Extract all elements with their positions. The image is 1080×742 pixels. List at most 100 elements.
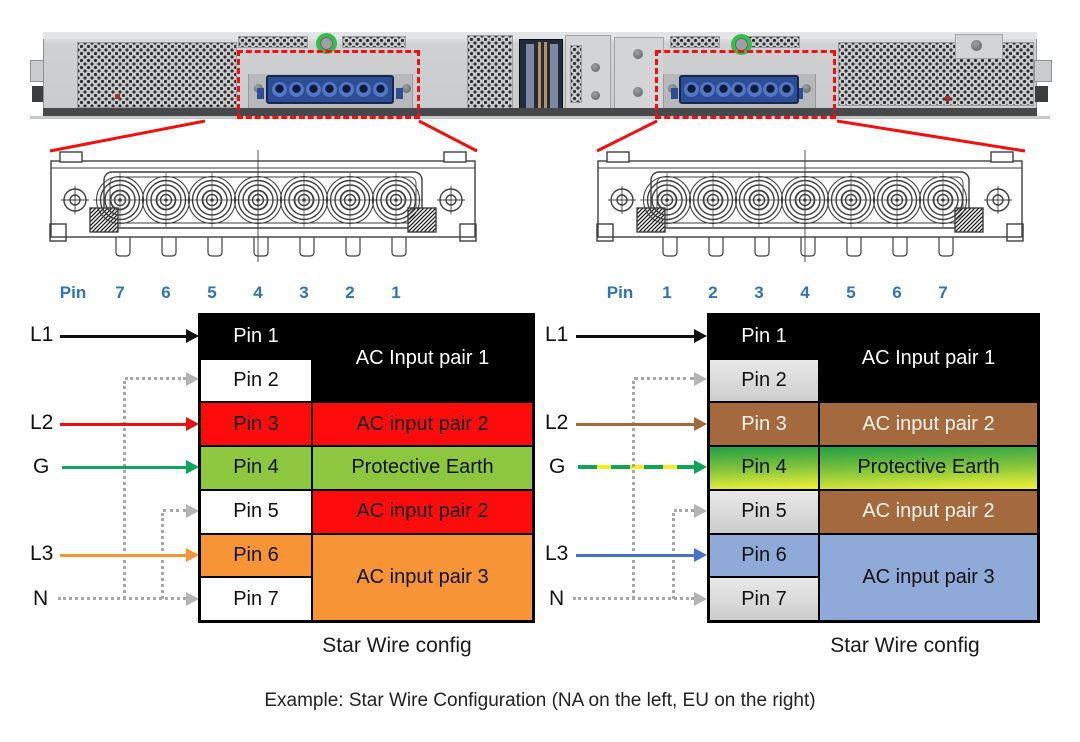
pin-number: 3 <box>754 283 764 302</box>
pin-table-na: Pin 1 Pin 2 Pin 3 Pin 4 Pin 5 Pin 6 Pin … <box>198 313 535 623</box>
connector-recess-right-top <box>663 53 816 74</box>
connector-key-left-a <box>257 88 264 99</box>
n-arrowhead-right <box>694 592 707 606</box>
wire-label-l2: L2 <box>30 411 54 434</box>
neutral-branch-pin5-left <box>163 509 186 512</box>
wire-label-l3: L3 <box>30 542 54 565</box>
wire-label-l3: L3 <box>545 542 569 565</box>
vent-grid-right <box>838 42 1034 106</box>
l1-wire-left <box>60 335 186 338</box>
pin-cell: Pin 5 <box>200 489 312 534</box>
neutral-branch-pin2-left <box>125 377 186 380</box>
n-wire-right <box>573 597 694 600</box>
pin-header-label-left: Pin <box>59 283 87 302</box>
pin-number: 2 <box>708 283 718 302</box>
neutral-branch-vertical-1-left <box>123 381 126 599</box>
vent-strip-left-b <box>342 36 406 48</box>
pin2-arrowhead-right <box>694 372 707 386</box>
connector-key-right-a <box>671 88 678 99</box>
wire-label-l1: L1 <box>30 323 54 346</box>
power-connector-left <box>266 75 394 104</box>
recess-screw-left-b <box>402 84 411 93</box>
pin-cell: Pin 2 <box>200 358 312 403</box>
connector-key-right-b <box>796 88 803 99</box>
vent-strip-left-a <box>238 36 308 48</box>
vent-grid-left <box>77 42 237 108</box>
table-footer-na: Star Wire config <box>322 634 472 657</box>
pin-cell: Pin 1 <box>709 315 819 359</box>
neutral-branch-pin2-right <box>634 377 694 380</box>
l3-arrowhead-right <box>694 548 707 562</box>
center-plate-screw-b <box>591 91 600 100</box>
slot-bar <box>550 44 558 110</box>
pin-number: 7 <box>938 283 948 302</box>
g-arrowhead-left <box>186 460 199 474</box>
connector-key-left-b <box>396 88 403 99</box>
pin-header-label-right: Pin <box>606 283 634 302</box>
patch-screw <box>971 40 982 51</box>
chassis-ear-left-latch <box>32 86 45 102</box>
pin-cell: Pin 4 <box>709 446 819 490</box>
l2-arrowhead-right <box>694 417 707 431</box>
socket-hole <box>700 82 716 97</box>
socket-hole <box>322 82 338 97</box>
recess-screw-right-b <box>802 84 811 93</box>
midplane-slot <box>519 39 563 115</box>
wire-label-g: G <box>33 455 50 478</box>
psu-right-plate-screw-a <box>633 49 643 59</box>
pin-cell: Pin 4 <box>200 446 312 490</box>
pin-cell: Pin 3 <box>200 402 312 447</box>
wire-label-n: N <box>33 587 49 610</box>
chassis-ear-right <box>1034 60 1052 82</box>
g-wire-left <box>62 466 186 469</box>
function-cell: AC input pair 2 <box>819 489 1038 534</box>
pin-table-eu: Pin 1 Pin 2 Pin 3 Pin 4 Pin 5 Pin 6 Pin … <box>707 313 1040 623</box>
pin-cell: Pin 7 <box>709 577 819 621</box>
pin-number: 2 <box>345 283 355 302</box>
figure-caption: Example: Star Wire Configuration (NA on … <box>264 690 816 711</box>
pin-number: 3 <box>299 283 309 302</box>
l1-arrowhead-left <box>186 329 199 343</box>
wire-label-g: G <box>549 455 566 478</box>
connector-recess-left-top <box>248 53 413 74</box>
pin-cell: Pin 7 <box>200 577 312 621</box>
pin-number: 1 <box>662 283 672 302</box>
function-cell: AC input pair 2 <box>312 402 533 447</box>
l3-arrowhead-left <box>186 548 199 562</box>
socket-hole <box>288 82 304 97</box>
pin5-arrowhead-left <box>186 504 199 518</box>
function-cell: AC input pair 2 <box>819 402 1038 447</box>
socket-hole <box>372 82 388 97</box>
l3-wire-right <box>576 554 694 557</box>
chassis-bottom-band <box>43 108 1037 116</box>
vent-grid-center <box>467 35 513 111</box>
highlight-box-left <box>237 50 420 119</box>
socket-hole <box>731 82 747 97</box>
l1-arrowhead-right <box>694 329 707 343</box>
pin5-arrowhead-right <box>694 504 707 518</box>
socket-hole <box>684 82 700 97</box>
pin-number: 5 <box>846 283 856 302</box>
g-wire-right-green-yellow <box>578 465 694 469</box>
highlight-box-right <box>655 50 836 119</box>
led-dot-right <box>945 96 950 101</box>
socket-hole <box>778 82 794 97</box>
function-cell: AC Input pair 1 <box>819 315 1038 403</box>
function-cell: Protective Earth <box>819 446 1038 490</box>
n-wire-left <box>58 597 186 600</box>
l2-arrowhead-left <box>186 417 199 431</box>
socket-hole <box>715 82 731 97</box>
pin-number: 1 <box>391 283 401 302</box>
pin-cell: Pin 6 <box>200 533 312 578</box>
neutral-branch-vertical-1-right <box>632 381 635 599</box>
function-cell: AC input pair 3 <box>312 533 533 621</box>
l2-wire-left <box>60 423 186 426</box>
slot-bar <box>526 44 534 110</box>
socket-hole <box>271 82 287 97</box>
pin-cell: Pin 3 <box>709 402 819 447</box>
psu-right-plate-screw-b <box>633 87 643 97</box>
pin2-arrowhead-left <box>186 372 199 386</box>
center-plate-vents <box>570 45 582 103</box>
wire-label-n: N <box>549 587 565 610</box>
